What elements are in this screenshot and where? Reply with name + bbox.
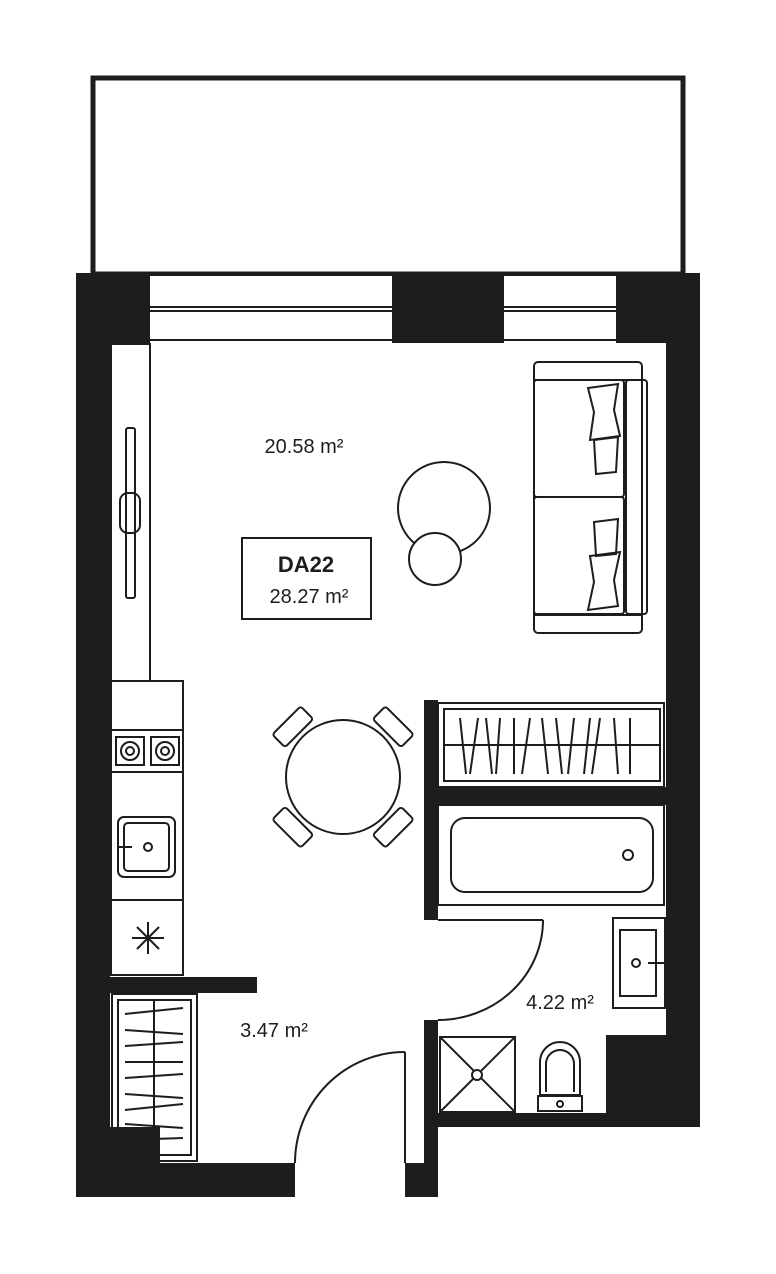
balcony (90, 75, 686, 277)
dining-table (285, 719, 401, 835)
toilet-icon (537, 1041, 583, 1112)
kitchen (110, 343, 184, 976)
dining-set (272, 706, 414, 848)
bathroom-door[interactable] (437, 919, 544, 1021)
hallway-area: 3.47 m² (240, 1020, 308, 1042)
bathroom-fixtures (437, 804, 666, 1113)
unit-label-box (241, 537, 372, 620)
bathroom-area: 4.22 m² (526, 992, 594, 1014)
living-room-area: 20.58 m² (265, 436, 344, 458)
kitchen-sink-icon (117, 816, 176, 878)
unit-code: DA22 (278, 552, 334, 577)
fridge-snowflake-icon (132, 922, 164, 954)
side-table (408, 532, 462, 586)
entrance-door[interactable] (294, 1051, 406, 1164)
hall-wardrobe (111, 993, 198, 1162)
shower-icon (439, 1036, 516, 1113)
windows (150, 276, 616, 341)
sofa (533, 361, 648, 634)
unit-total-area: 28.27 m² (270, 586, 349, 608)
walls (76, 273, 700, 1197)
stove-icon (115, 736, 180, 766)
wardrobe (437, 702, 665, 788)
